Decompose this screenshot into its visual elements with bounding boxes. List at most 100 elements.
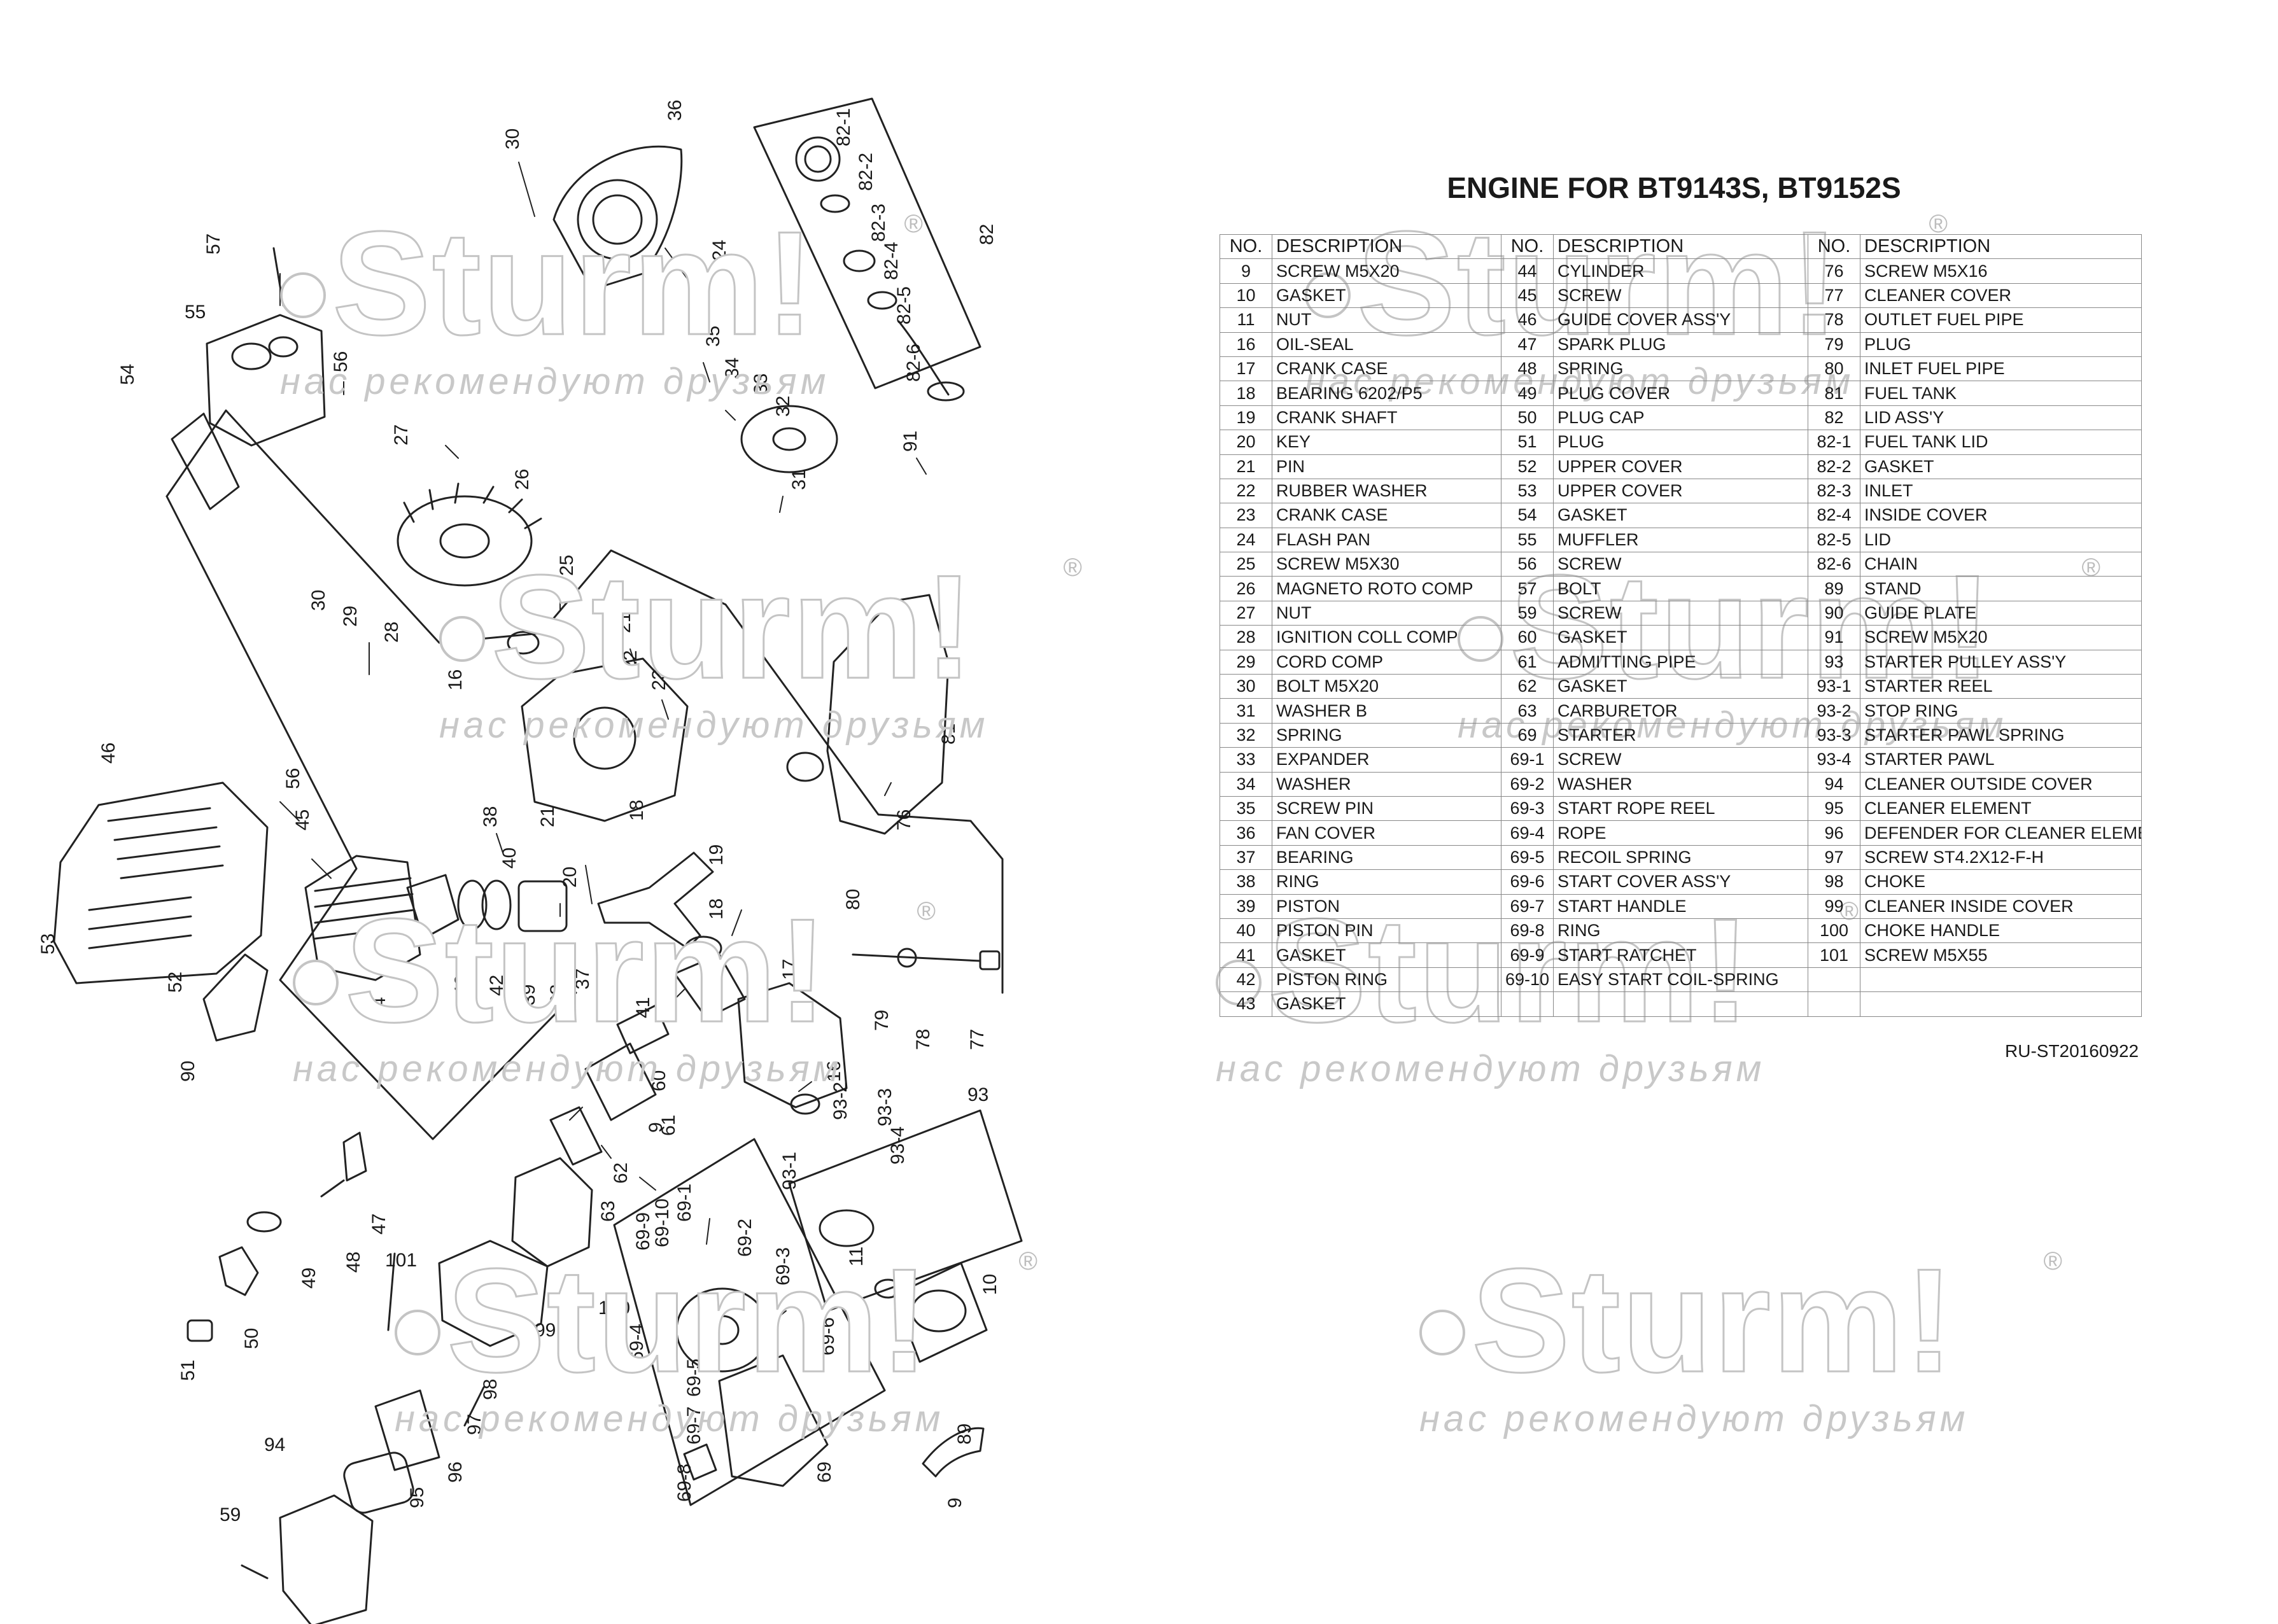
watermark-registered: ®	[1018, 1247, 1037, 1275]
part-callout-90: 90	[178, 1061, 199, 1082]
part-description-cell: GUIDE COVER ASS'Y	[1553, 307, 1808, 333]
part-description-cell: CRANK CASE	[1272, 503, 1501, 528]
part-number-cell: 97	[1808, 844, 1860, 871]
part-description-cell: PLUG COVER	[1553, 381, 1808, 406]
part-number-cell: 52	[1501, 454, 1554, 479]
part-description-cell: UPPER COVER	[1553, 478, 1808, 504]
part-callout-33: 33	[750, 374, 771, 395]
part-callout-30: 30	[502, 129, 523, 150]
part-description-cell	[1553, 991, 1808, 1017]
part-number-cell: 69-3	[1501, 795, 1554, 822]
part-description-cell: GASKET	[1272, 942, 1501, 968]
part-description-cell: FAN COVER	[1272, 820, 1501, 846]
part-number-cell: 99	[1808, 893, 1860, 919]
column-header-description: DESCRIPTION	[1553, 234, 1808, 260]
part-description-cell: INLET FUEL PIPE	[1860, 356, 2142, 382]
part-description-cell: BEARING	[1272, 844, 1501, 871]
cleaner-outside-cover-part	[279, 1494, 374, 1624]
part-description-cell: SPARK PLUG	[1553, 332, 1808, 357]
part-callout-69: 69	[814, 1462, 835, 1483]
part-description-cell: SCREW M5X30	[1272, 552, 1501, 577]
part-description-cell: SCREW	[1553, 600, 1808, 626]
part-callout-69-4: 69-4	[626, 1324, 647, 1362]
part-number-cell: 16	[1220, 332, 1272, 357]
watermark-brand: Sturm!	[1471, 1238, 1955, 1403]
part-callout-40: 40	[499, 848, 520, 869]
part-number-cell: 93-3	[1808, 722, 1860, 748]
part-callout-27: 27	[391, 424, 412, 445]
cylinder-gasket-part	[406, 874, 460, 940]
part-description-cell: INLET	[1860, 478, 2142, 504]
part-description-cell: SCREW M5X55	[1860, 942, 2142, 968]
part-description-cell: CLEANER INSIDE COVER	[1860, 893, 2142, 919]
part-description-cell: PISTON PIN	[1272, 918, 1501, 944]
part-callout-42: 42	[451, 975, 472, 996]
part-description-cell: CORD COMP	[1272, 649, 1501, 675]
part-number-cell: 26	[1220, 576, 1272, 601]
cleaner-inside-cover-part	[438, 1240, 549, 1347]
part-description-cell: LID ASS'Y	[1860, 405, 2142, 431]
part-number-cell: 48	[1501, 356, 1554, 382]
part-description-cell: SCREW	[1553, 552, 1808, 577]
guide-plate-part	[202, 953, 269, 1042]
part-callout-21: 21	[614, 612, 635, 633]
part-description-cell	[1860, 967, 2142, 993]
part-number-cell: 82-3	[1808, 478, 1860, 504]
watermark: Sturm! ® нас рекомендуют друзьям	[1419, 1246, 2062, 1439]
part-callout-34: 34	[722, 358, 743, 379]
part-number-cell: 21	[1220, 454, 1272, 479]
part-callout-91: 91	[900, 431, 921, 452]
part-callout-56: 56	[330, 351, 351, 372]
part-callout-62: 62	[610, 1163, 631, 1184]
part-description-cell: GASKET	[1553, 625, 1808, 650]
starter-reel-part	[819, 1209, 875, 1247]
part-number-cell: 39	[1220, 893, 1272, 919]
part-callout-53: 53	[38, 934, 59, 955]
part-number-cell: 50	[1501, 405, 1554, 431]
part-description-cell: PLUG	[1860, 332, 2142, 357]
part-number-cell: 91	[1808, 625, 1860, 650]
part-description-cell: FUEL TANK	[1860, 381, 2142, 406]
part-description-cell: PISTON RING	[1272, 967, 1501, 993]
column-header-no: NO.	[1220, 234, 1272, 260]
part-callout-37: 37	[572, 969, 593, 990]
part-callout-69-5: 69-5	[684, 1359, 705, 1397]
watermark-registered: ®	[1063, 554, 1082, 582]
part-description-cell: CLEANER ELEMENT	[1860, 795, 2142, 822]
part-callout-79: 79	[871, 1010, 892, 1031]
part-callout-95: 95	[407, 1487, 428, 1508]
part-number-cell: 93-4	[1808, 747, 1860, 773]
part-number-cell	[1808, 967, 1860, 993]
watermark-slogan: нас рекомендуют друзьям	[280, 361, 830, 402]
part-number-cell: 49	[1501, 381, 1554, 406]
part-description-cell: NUT	[1272, 600, 1501, 626]
part-description-cell: NUT	[1272, 307, 1501, 333]
part-number-cell: 82-1	[1808, 430, 1860, 455]
part-callout-19: 19	[706, 844, 727, 865]
part-number-cell: 69-2	[1501, 771, 1554, 797]
part-description-cell: PLUG	[1553, 430, 1808, 455]
part-number-cell: 69	[1501, 722, 1554, 748]
part-callout-18: 18	[626, 800, 647, 821]
page-title: ENGINE FOR BT9143S, BT9152S	[1447, 171, 1901, 204]
part-callout-36: 36	[664, 100, 686, 121]
part-number-cell: 25	[1220, 552, 1272, 577]
part-number-cell: 46	[1501, 307, 1554, 333]
part-number-cell: 42	[1220, 967, 1272, 993]
part-callout-82-2: 82-2	[855, 153, 876, 191]
part-callout-59: 59	[220, 1504, 241, 1525]
part-description-cell: CHAIN	[1860, 552, 2142, 577]
part-callout-10: 10	[980, 1274, 1001, 1295]
part-description-cell: PISTON	[1272, 893, 1501, 919]
part-number-cell: 77	[1808, 283, 1860, 309]
part-description-cell: RECOIL SPRING	[1553, 844, 1808, 871]
